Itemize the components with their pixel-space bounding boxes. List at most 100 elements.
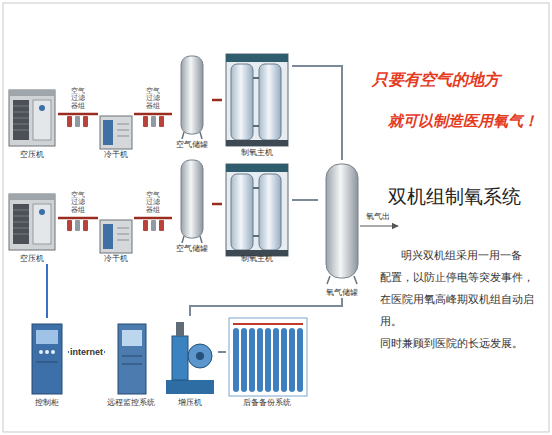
air-train-illustration bbox=[13, 100, 29, 140]
backup-cylinders-symbol bbox=[241, 328, 247, 392]
backup-cylinders-symbol bbox=[229, 318, 307, 396]
pipe-line bbox=[92, 113, 98, 116]
oxygen-generator-symbol bbox=[226, 54, 288, 146]
equipment-label: 空压机 bbox=[20, 150, 44, 160]
air-train-illustration bbox=[117, 136, 129, 137]
backup-cylinders-symbol bbox=[281, 328, 287, 392]
equipment-label: 冷干机 bbox=[104, 150, 128, 160]
page-frame bbox=[3, 3, 549, 432]
control-cabinet-symbol bbox=[36, 330, 58, 344]
pipe-line bbox=[212, 99, 222, 102]
backup-cylinders-symbol bbox=[297, 328, 303, 392]
compressor-symbol bbox=[9, 90, 55, 146]
booster-symbol bbox=[176, 322, 184, 336]
booster-symbol bbox=[188, 344, 212, 368]
backup-cylinders-symbol bbox=[229, 318, 307, 396]
equipment-label: 空气过滤器组 bbox=[143, 192, 164, 214]
pipe-line bbox=[166, 113, 172, 116]
remote-monitor-symbol bbox=[122, 330, 142, 346]
dryer-box: 冷干机 bbox=[98, 208, 134, 264]
air-train-illustration bbox=[13, 106, 29, 107]
equipment-label: 控制柜 bbox=[35, 398, 59, 408]
air-train-illustration bbox=[13, 112, 29, 113]
equipment-label: 远程监控系统 bbox=[107, 398, 155, 408]
backup-cylinders-symbol bbox=[265, 328, 271, 392]
oxygen-outlet-arrow bbox=[360, 226, 398, 227]
remote-monitor-symbol bbox=[122, 364, 142, 365]
remote-monitor-symbol bbox=[118, 324, 146, 394]
air-tank-box: 空气储罐 bbox=[172, 154, 212, 254]
air-train-illustration bbox=[83, 116, 88, 127]
oxygen-generator-symbol bbox=[226, 54, 288, 62]
air-train-illustration bbox=[33, 100, 51, 140]
air-train-illustration bbox=[64, 113, 92, 116]
equipment-label: 增压机 bbox=[178, 398, 202, 408]
equipment-label: 制氧主机 bbox=[241, 148, 273, 158]
filter-box: 空气过滤器组 bbox=[140, 88, 166, 128]
slogan-text: 就可以制造医用氧气！ bbox=[388, 112, 538, 130]
pipe-line bbox=[58, 113, 64, 116]
air-train-illustration bbox=[9, 90, 55, 96]
air-tank-box: 空气储罐 bbox=[172, 50, 212, 150]
air-train-illustration bbox=[103, 120, 113, 145]
backup-cylinders-symbol bbox=[257, 328, 263, 392]
filter-symbol bbox=[64, 114, 92, 127]
air-train-illustration bbox=[13, 124, 29, 125]
pipe-line bbox=[92, 217, 98, 220]
oxygen-tank-symbol bbox=[354, 276, 357, 284]
air-train-illustration bbox=[9, 56, 203, 149]
equipment-label: 后备备份系统 bbox=[243, 398, 291, 408]
backup-cylinders-symbol bbox=[233, 328, 239, 392]
air-train-illustration bbox=[13, 118, 29, 119]
generator-box: 制氧主机 bbox=[222, 50, 292, 158]
air-train-illustration bbox=[9, 90, 55, 146]
pipe-line bbox=[134, 113, 140, 116]
air-train-illustration bbox=[13, 130, 29, 131]
pipe-line bbox=[166, 217, 172, 220]
oxygen-tank-symbol bbox=[327, 276, 330, 284]
generator-box: 制氧主机 bbox=[222, 160, 292, 264]
oxygen-generator-symbol bbox=[253, 125, 259, 127]
air-train-illustration bbox=[140, 113, 166, 116]
control-cabinet-symbol bbox=[36, 362, 58, 363]
dryer-box: 冷干机 bbox=[98, 104, 134, 160]
equipment-label: 空气过滤器组 bbox=[68, 192, 89, 214]
filter-box: 空气过滤器组 bbox=[140, 192, 166, 232]
oxygen-tank-symbol bbox=[326, 164, 358, 278]
pipe-line bbox=[292, 199, 318, 201]
air-train-illustration bbox=[182, 132, 184, 139]
remote-monitor-box: 远程监控系统 bbox=[105, 318, 157, 408]
oxygen-generator-symbol bbox=[253, 77, 259, 79]
booster-symbol bbox=[166, 380, 214, 394]
filter-symbol bbox=[140, 114, 166, 127]
pipe-line bbox=[212, 203, 222, 206]
air-train-illustration bbox=[117, 124, 129, 125]
air-tank-symbol bbox=[181, 56, 203, 139]
filter-box: 空气过滤器组 bbox=[64, 192, 92, 232]
diagram-title: 双机组制氧系统 bbox=[388, 185, 521, 208]
air-train-illustration bbox=[9, 160, 203, 253]
control-cabinet-symbol bbox=[51, 350, 55, 354]
air-train-illustration bbox=[181, 56, 203, 134]
air-train-illustration bbox=[143, 116, 148, 127]
pipe-line bbox=[292, 66, 342, 160]
backup-cylinders-symbol bbox=[249, 328, 255, 392]
oxygen-tank-symbol bbox=[326, 164, 358, 284]
remote-monitor-symbol bbox=[118, 324, 146, 394]
control-cabinet-symbol bbox=[32, 324, 62, 394]
oxygen-generator-symbol bbox=[226, 54, 288, 146]
description-note: 明兴双机组采用一用一备 配置，以防止停电等突发事件， 在医院用氧高峰期双机组自动… bbox=[380, 244, 544, 354]
equipment-label: 空压机 bbox=[20, 254, 44, 264]
control-cabinet-box: 控制柜 bbox=[26, 318, 68, 408]
pipe-line bbox=[190, 298, 342, 316]
booster-box: 增压机 bbox=[162, 316, 218, 408]
air-train-illustration bbox=[200, 132, 202, 139]
oxygen-tank-box: 氧气储罐 bbox=[318, 160, 366, 298]
backup-cylinders-symbol bbox=[273, 328, 279, 392]
air-train-illustration bbox=[75, 116, 80, 127]
pipe-line bbox=[134, 217, 140, 220]
equipment-label: 制氧主机 bbox=[241, 254, 273, 264]
